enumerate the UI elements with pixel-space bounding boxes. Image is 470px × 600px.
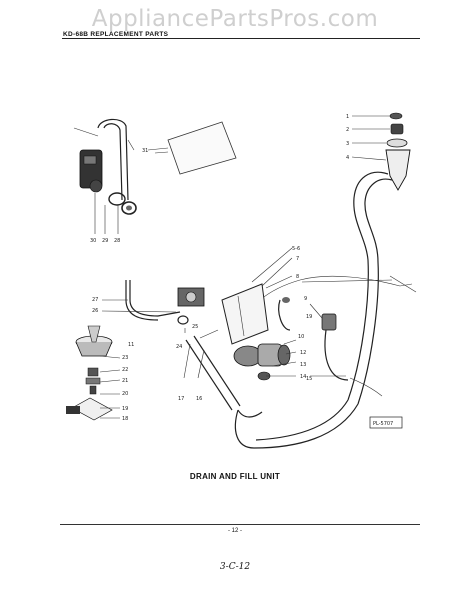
drain-hose xyxy=(234,399,359,449)
insulation-sheet xyxy=(147,121,237,175)
callout-19-left: 19 xyxy=(122,406,128,412)
callout-19: 19 xyxy=(306,314,312,320)
callout-18: 18 xyxy=(122,416,128,422)
callout-numbers: 1 2 3 4 5-6 7 8 9 10 12 13 14 15 19 11 1… xyxy=(90,114,349,422)
wire-harness xyxy=(259,275,417,301)
callout-15-right: 15 xyxy=(306,376,312,382)
handwritten-note: 3-C-12 xyxy=(219,562,251,572)
inlet-tube xyxy=(185,335,263,418)
figure-id: PL-5707 xyxy=(373,421,393,427)
callout-12: 12 xyxy=(300,350,306,356)
callout-27: 27 xyxy=(92,297,98,303)
callout-24: 24 xyxy=(176,344,182,350)
hose-clamp-right xyxy=(321,313,383,397)
leader-lines xyxy=(101,151,393,379)
callout-7: 7 xyxy=(296,256,299,262)
callout-10: 10 xyxy=(298,334,304,340)
callout-8: 8 xyxy=(296,274,299,280)
callout-28: 28 xyxy=(114,238,120,244)
float-assembly xyxy=(66,325,121,421)
callout-5-6: 5-6 xyxy=(292,246,300,252)
callout-21: 21 xyxy=(122,378,128,384)
callout-26: 26 xyxy=(92,308,98,314)
footer-rule xyxy=(60,524,420,525)
callout-22: 22 xyxy=(122,367,128,373)
callout-20: 20 xyxy=(122,391,128,397)
callout-29: 29 xyxy=(102,238,108,244)
page-header: KD-68B REPLACEMENT PARTS xyxy=(63,31,169,38)
callout-11: 11 xyxy=(128,342,134,348)
watermark: AppliancePartsPros.com xyxy=(91,6,379,32)
callout-1: 1 xyxy=(346,114,349,120)
pump-bracket xyxy=(125,280,291,381)
fill-valve-assembly xyxy=(73,118,137,234)
header-rule xyxy=(62,38,420,39)
callout-13: 13 xyxy=(300,362,306,368)
figure-id-box xyxy=(369,416,403,429)
callout-31: 31 xyxy=(142,148,148,154)
figure-caption: DRAIN AND FILL UNIT xyxy=(189,472,281,481)
callout-17: 17 xyxy=(178,396,184,402)
drain-hose-assembly xyxy=(347,112,411,405)
callout-25: 25 xyxy=(192,324,198,330)
callout-9: 9 xyxy=(304,296,307,302)
callout-16: 16 xyxy=(196,396,202,402)
callout-3: 3 xyxy=(346,141,349,147)
page-number: - 12 - xyxy=(227,528,242,534)
callout-14: 14 xyxy=(300,374,306,380)
callout-2: 2 xyxy=(346,127,349,133)
callout-30: 30 xyxy=(90,238,96,244)
callout-23: 23 xyxy=(122,355,128,361)
callout-4: 4 xyxy=(346,155,349,161)
